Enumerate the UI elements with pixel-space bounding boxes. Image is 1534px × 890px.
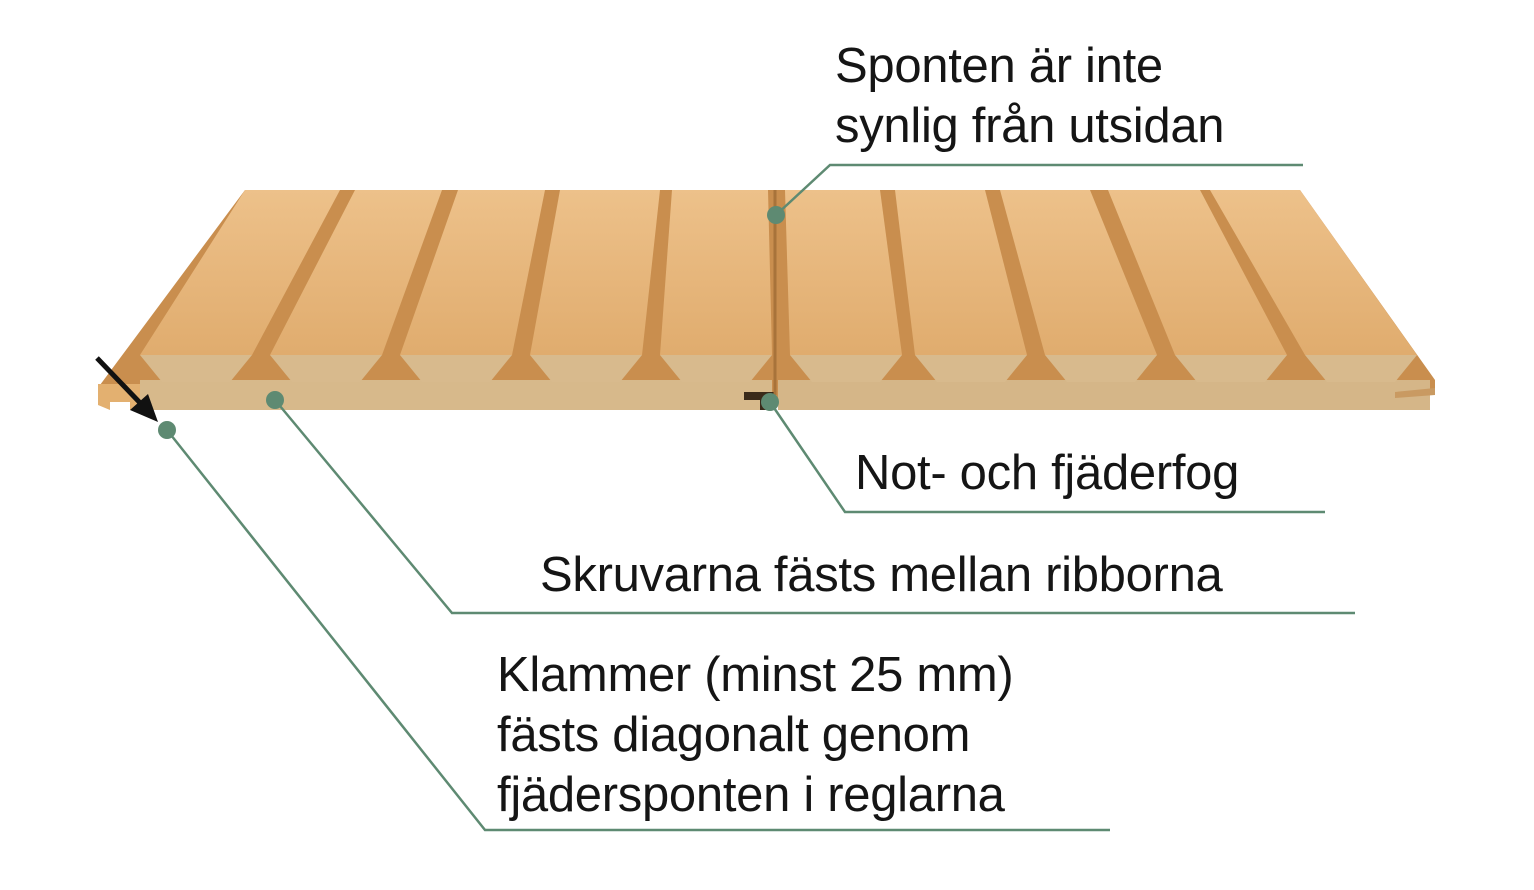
rib-top bbox=[895, 190, 1027, 355]
arrow-icon bbox=[95, 356, 158, 422]
rib-front bbox=[270, 355, 382, 382]
marker-dot-clips bbox=[158, 421, 176, 439]
rib-top bbox=[1000, 190, 1157, 355]
leader-line-clips bbox=[166, 429, 1110, 832]
rib-front bbox=[1045, 355, 1157, 382]
rib-top bbox=[140, 190, 340, 355]
rib-top bbox=[1210, 190, 1417, 355]
callout-clips: Klammer (minst 25 mm) fästs diagonalt ge… bbox=[497, 645, 1014, 825]
rib-top bbox=[400, 190, 545, 355]
leader-line-joint bbox=[768, 401, 1325, 514]
right-groove-end bbox=[1395, 388, 1435, 398]
callout-screws: Skruvarna fästs mellan ribborna bbox=[540, 545, 1223, 605]
callout-text: Not- och fjäderfog bbox=[855, 446, 1240, 500]
rib-top bbox=[270, 190, 442, 355]
leader-line-screws bbox=[274, 399, 1355, 615]
rib-front bbox=[140, 355, 252, 382]
rib-front bbox=[660, 355, 772, 382]
rib-front bbox=[530, 355, 642, 382]
panel-front-edge-left bbox=[140, 380, 772, 410]
callout-text: Skruvarna fästs mellan ribborna bbox=[540, 548, 1223, 602]
rib-top bbox=[660, 190, 772, 355]
marker-dot-tongue bbox=[767, 206, 785, 224]
callout-text: Klammer (minst 25 mm) bbox=[497, 648, 1014, 702]
callout-tongue-hidden: Sponten är inte synlig från utsidan bbox=[835, 36, 1225, 156]
callout-text: synlig från utsidan bbox=[835, 99, 1225, 153]
rib-front bbox=[1305, 355, 1417, 382]
leader-line-tongue bbox=[775, 163, 1303, 216]
marker-dot-screws bbox=[266, 391, 284, 409]
callout-joint: Not- och fjäderfog bbox=[855, 443, 1239, 503]
rib-top bbox=[785, 190, 902, 355]
callout-text: fjädersponten i reglarna bbox=[497, 768, 1005, 822]
rib-front bbox=[915, 355, 1027, 382]
rib-front bbox=[400, 355, 512, 382]
rib-front bbox=[790, 355, 902, 382]
rib-front bbox=[1175, 355, 1287, 382]
panel-front-edge-right bbox=[778, 380, 1430, 410]
rib-top bbox=[1108, 190, 1287, 355]
rib-top bbox=[530, 190, 660, 355]
marker-dot-joint bbox=[761, 393, 779, 411]
callout-text: fästs diagonalt genom bbox=[497, 708, 971, 762]
callout-text: Sponten är inte bbox=[835, 39, 1163, 93]
